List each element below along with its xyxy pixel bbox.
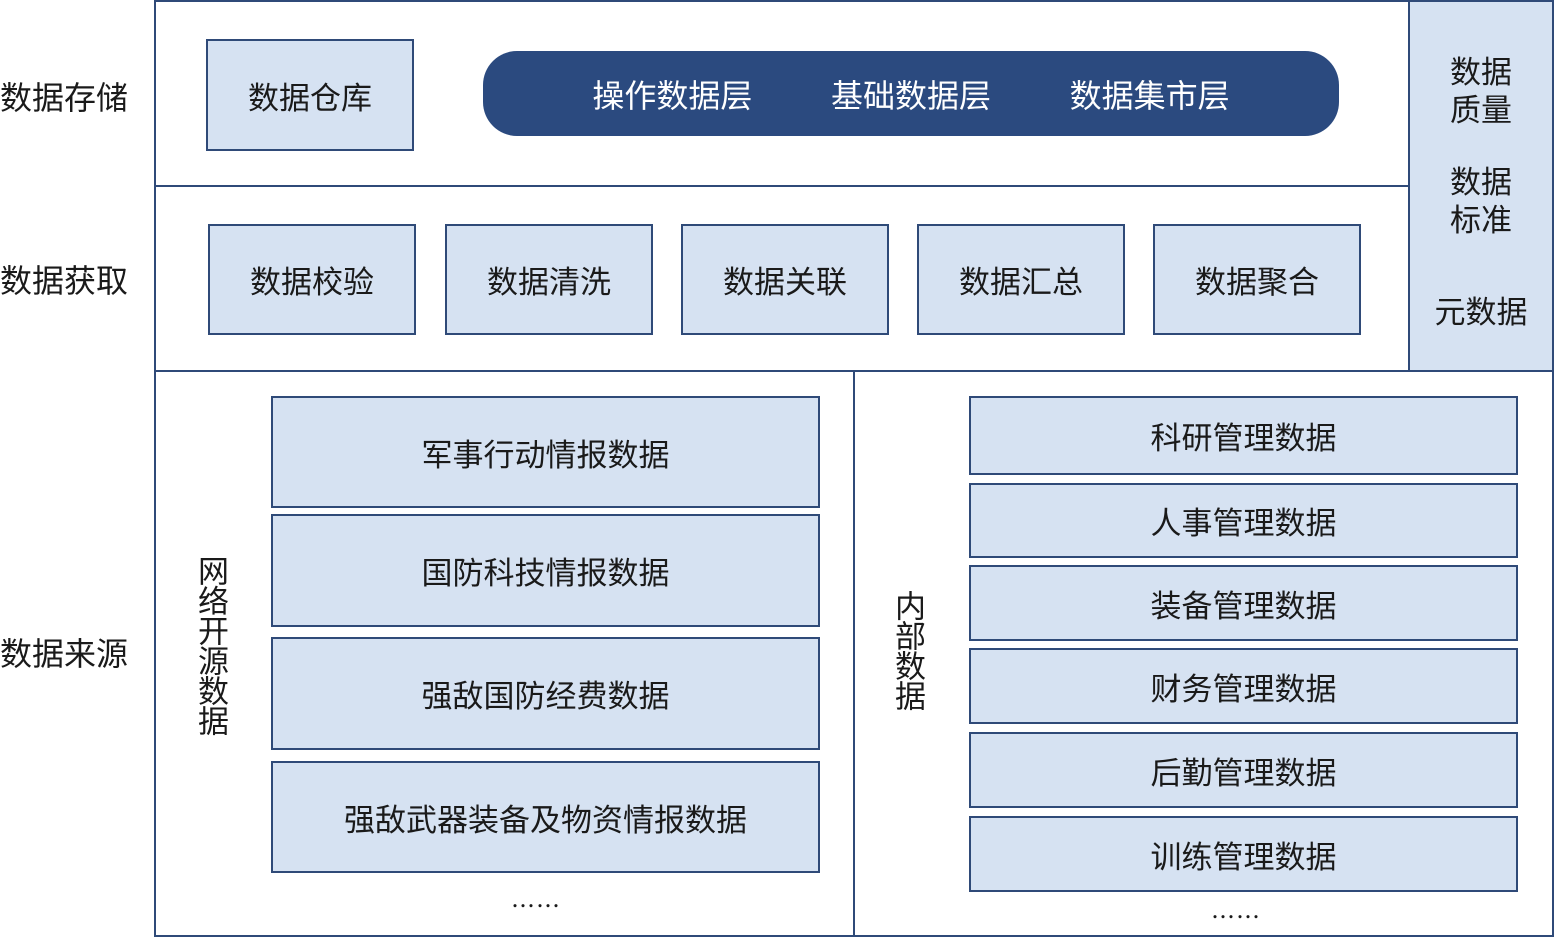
internal-more-ellipsis: …… bbox=[1211, 896, 1261, 924]
step-aggregate: 数据聚合 bbox=[1153, 224, 1361, 335]
gov-metadata: 元数据 bbox=[1434, 295, 1528, 331]
internal-item-training: 训练管理数据 bbox=[969, 816, 1518, 892]
gov-quality: 数据 质量 bbox=[1450, 55, 1512, 129]
internal-item-personnel: 人事管理数据 bbox=[969, 483, 1518, 558]
layer-ods: 操作数据层 bbox=[592, 76, 753, 115]
open-source-label: 网络开源数据 bbox=[192, 555, 228, 735]
warehouse-layers-bar: 操作数据层 基础数据层 数据集市层 bbox=[483, 51, 1339, 136]
open-source-panel: 网络开源数据 军事行动情报数据 国防科技情报数据 强敌国防经费数据 强敌武器装备… bbox=[154, 370, 855, 937]
step-validate: 数据校验 bbox=[208, 224, 416, 335]
layer-base: 基础数据层 bbox=[830, 76, 991, 115]
open-item-defense-budget: 强敌国防经费数据 bbox=[271, 637, 820, 750]
data-warehouse-box: 数据仓库 bbox=[206, 39, 414, 151]
open-item-weapons-supplies: 强敌武器装备及物资情报数据 bbox=[271, 761, 820, 873]
step-link: 数据关联 bbox=[681, 224, 889, 335]
storage-layer: 数据仓库 操作数据层 基础数据层 数据集市层 bbox=[154, 0, 1410, 187]
open-item-defense-tech: 国防科技情报数据 bbox=[271, 514, 820, 627]
internal-item-equipment: 装备管理数据 bbox=[969, 565, 1518, 641]
internal-item-logistics: 后勤管理数据 bbox=[969, 732, 1518, 808]
internal-source-label: 内部数据 bbox=[889, 590, 925, 710]
row-label-acquisition: 数据获取 bbox=[0, 262, 129, 300]
internal-item-finance: 财务管理数据 bbox=[969, 648, 1518, 724]
layer-mart: 数据集市层 bbox=[1069, 76, 1230, 115]
step-clean: 数据清洗 bbox=[445, 224, 653, 335]
open-more-ellipsis: …… bbox=[511, 885, 561, 913]
gov-standard: 数据 标准 bbox=[1450, 165, 1512, 239]
internal-item-research: 科研管理数据 bbox=[969, 396, 1518, 475]
acquisition-layer: 数据校验 数据清洗 数据关联 数据汇总 数据聚合 bbox=[154, 185, 1410, 372]
row-label-source: 数据来源 bbox=[0, 635, 129, 673]
open-item-military-ops: 军事行动情报数据 bbox=[271, 396, 820, 508]
internal-source-panel: 内部数据 科研管理数据 人事管理数据 装备管理数据 财务管理数据 后勤管理数据 … bbox=[853, 370, 1554, 937]
row-label-storage: 数据存储 bbox=[0, 79, 129, 117]
governance-column: 数据 质量 数据 标准 元数据 bbox=[1408, 0, 1554, 372]
step-summarize: 数据汇总 bbox=[917, 224, 1125, 335]
